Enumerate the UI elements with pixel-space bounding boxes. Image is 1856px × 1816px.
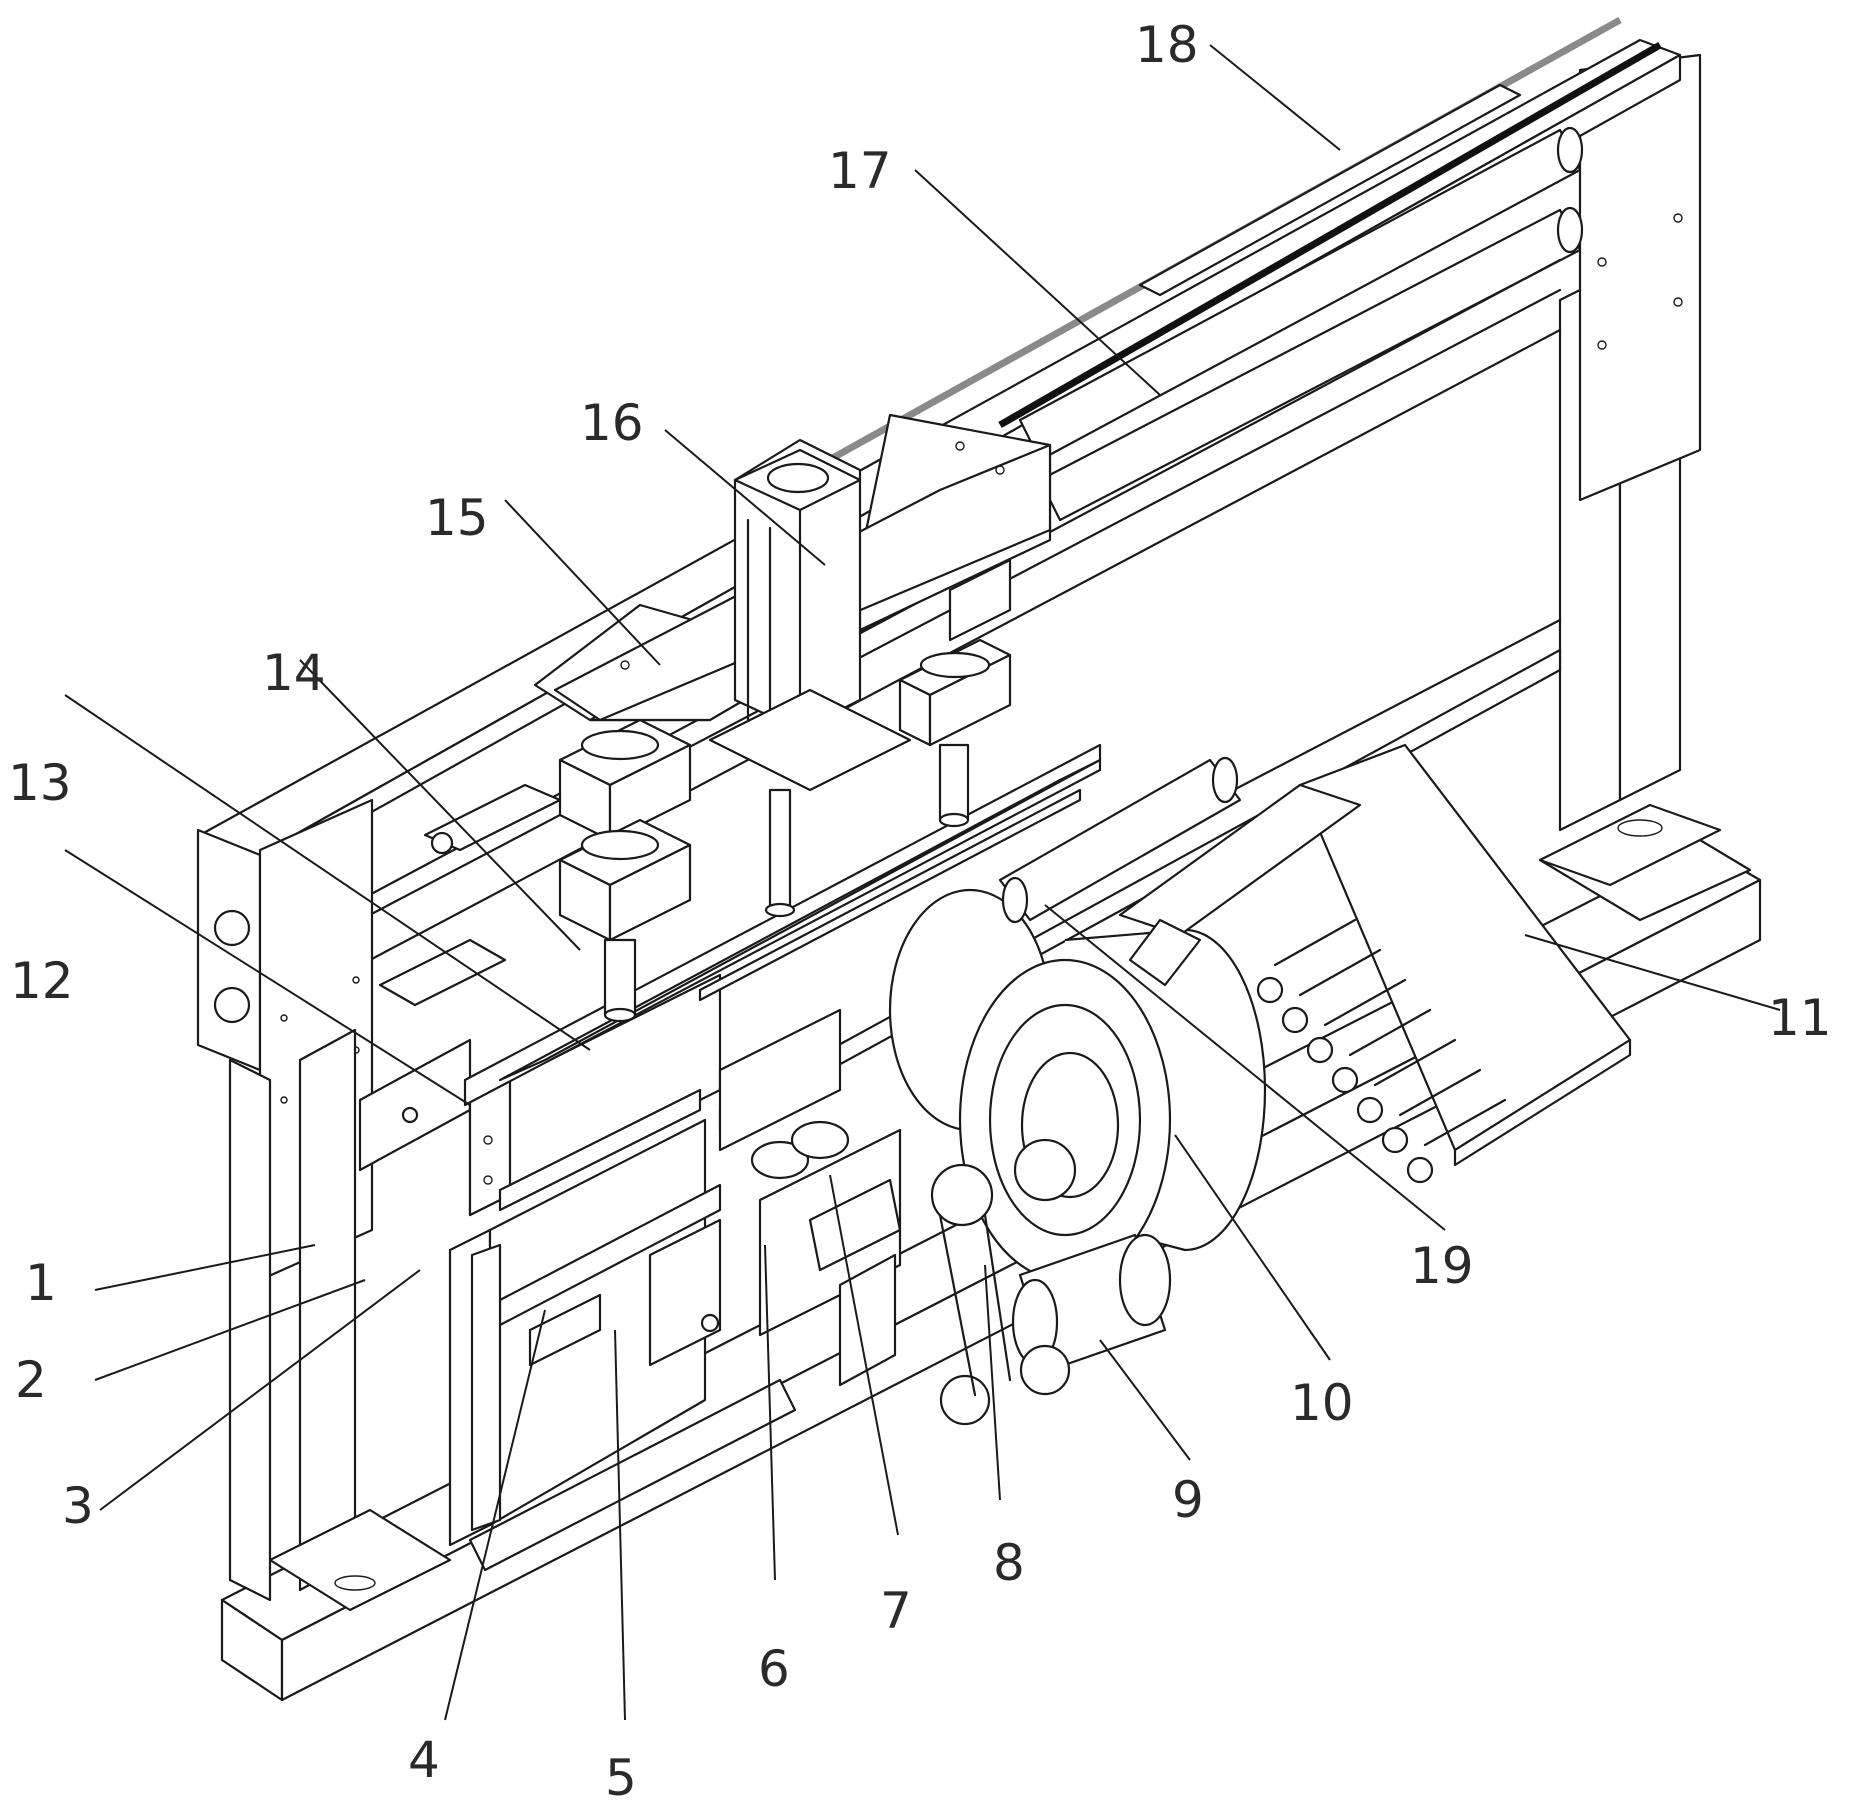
label-18: 18 (1135, 16, 1199, 74)
label-17: 17 (828, 142, 892, 200)
roller-table (1118, 743, 1632, 1184)
label-9: 9 (1172, 1471, 1204, 1529)
left-upright (196, 798, 452, 1612)
label-19: 19 (1410, 1237, 1474, 1295)
cutter-assembly (358, 1038, 797, 1572)
right-upright (1538, 53, 1722, 887)
label-13: 13 (8, 754, 72, 812)
label-11: 11 (1768, 989, 1832, 1047)
label-4: 4 (408, 1731, 440, 1789)
label-12: 12 (10, 952, 74, 1010)
label-15: 15 (425, 489, 489, 547)
label-8: 8 (993, 1534, 1025, 1592)
label-3: 3 (62, 1477, 94, 1535)
label-6: 6 (758, 1640, 790, 1698)
blade-frame (468, 973, 722, 1217)
lower-roller (930, 1163, 1172, 1426)
label-14: 14 (262, 644, 326, 702)
winding-drum (888, 888, 1267, 1282)
side-guide (423, 783, 562, 855)
label-5: 5 (605, 1749, 637, 1807)
roller-set (1256, 918, 1507, 1184)
idler-roller (998, 756, 1242, 924)
pressure-cylinders (558, 558, 1012, 1023)
lifting-cylinder (708, 438, 912, 918)
label-7: 7 (880, 1582, 912, 1640)
reference-numerals: 18 17 16 15 14 13 12 1 2 3 4 5 6 7 8 9 1… (8, 16, 1832, 1807)
label-2: 2 (15, 1351, 47, 1409)
label-10: 10 (1290, 1374, 1354, 1432)
drive-unit (718, 1008, 902, 1387)
label-1: 1 (25, 1254, 57, 1312)
label-16: 16 (580, 394, 644, 452)
leader-lines (64, 44, 1781, 1721)
